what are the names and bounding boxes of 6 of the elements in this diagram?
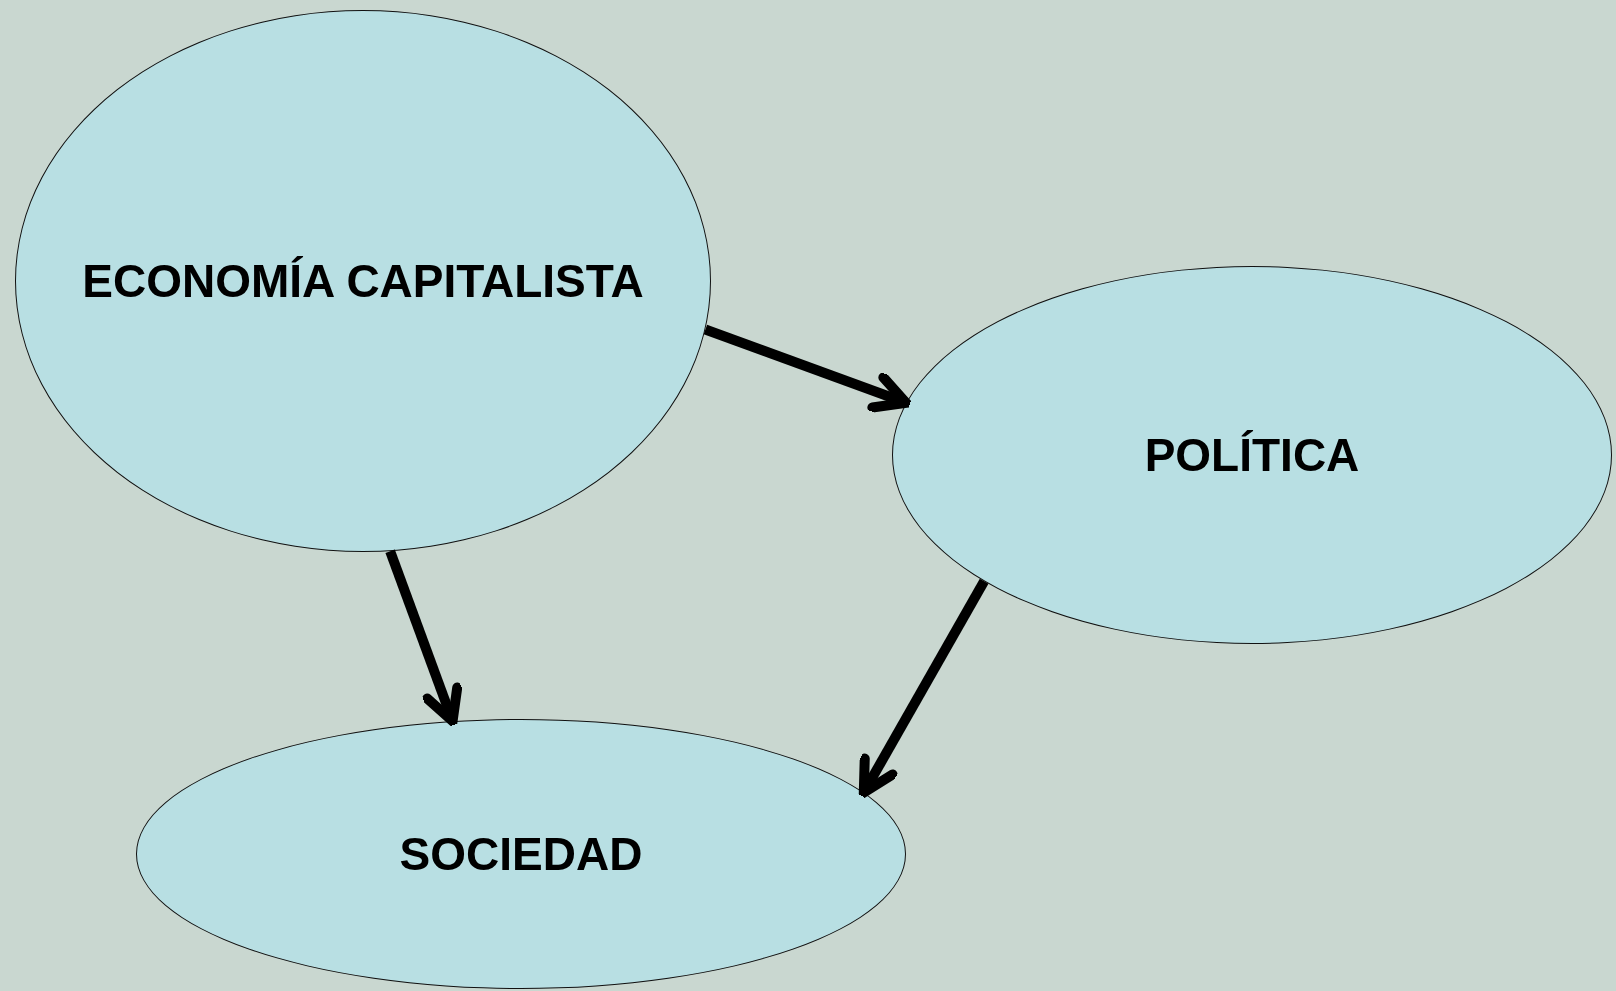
node-label: POLÍTICA bbox=[1144, 428, 1360, 482]
arrow bbox=[703, 324, 911, 413]
node-label: ECONOMÍA CAPITALISTA bbox=[82, 254, 644, 308]
arrow bbox=[385, 549, 463, 727]
arrow bbox=[858, 578, 989, 798]
node-label: SOCIEDAD bbox=[399, 827, 643, 881]
